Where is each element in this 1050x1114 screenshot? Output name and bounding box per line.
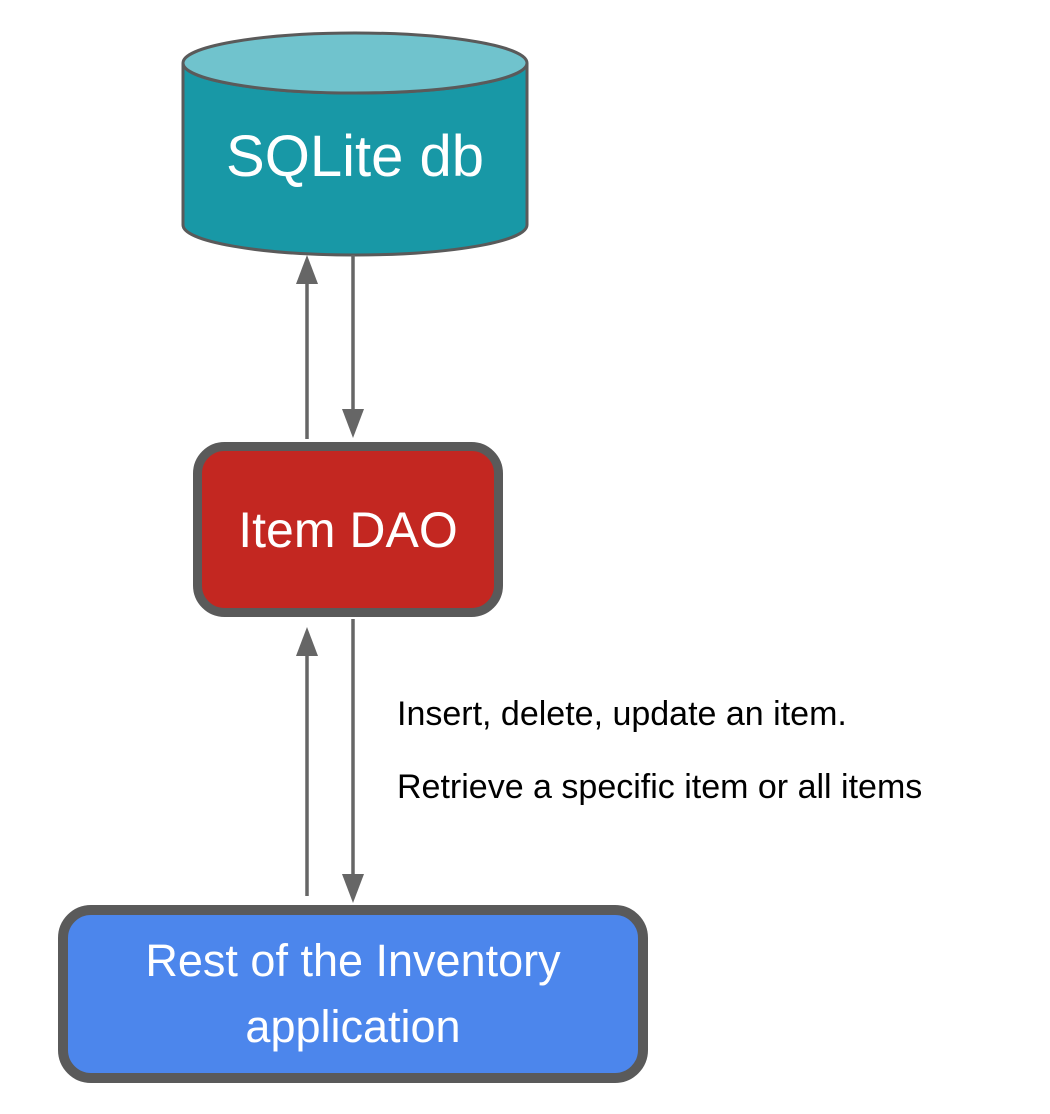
arrow-head-down-icon	[342, 409, 364, 438]
arrow-head-down-icon	[342, 874, 364, 903]
arrow-head-up-icon	[296, 255, 318, 284]
edge-dao-to-app	[342, 619, 364, 903]
edge-annotation: Insert, delete, update an item. Retrieve…	[397, 692, 922, 809]
app-box	[58, 905, 648, 1083]
edge-dao-to-database	[296, 255, 318, 439]
item-dao-box	[193, 442, 503, 617]
edge-database-to-dao	[342, 255, 364, 438]
annotation-line-1: Insert, delete, update an item.	[397, 695, 847, 733]
arrow-head-up-icon	[296, 627, 318, 656]
edge-app-to-dao	[296, 627, 318, 896]
annotation-line-2: Retrieve a specific item or all items	[397, 768, 923, 806]
cylinder-top	[181, 31, 529, 95]
database-cylinder	[181, 31, 529, 257]
